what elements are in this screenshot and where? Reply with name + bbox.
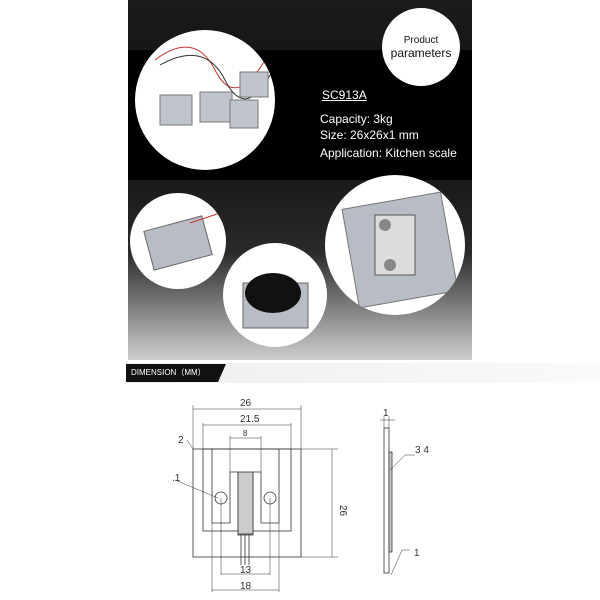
- size: Size: 26x26x1 mm: [320, 128, 419, 142]
- photo-sensor-with-pad: [223, 243, 327, 347]
- callout-2: 2: [178, 435, 184, 446]
- strain-gauge: [237, 471, 254, 535]
- dim-slot-spacing: 18: [240, 581, 252, 592]
- photo-sensor-closeup: [325, 175, 465, 315]
- side-view-gauge: [388, 451, 393, 553]
- dim-center-width: 8: [243, 429, 248, 438]
- badge-line1: Product: [403, 34, 439, 46]
- dim-width-total: 26: [240, 398, 252, 409]
- photo-sensor-angle: [130, 193, 226, 289]
- model-number: SC913A: [322, 88, 367, 102]
- application: Application: Kitchen scale: [320, 146, 457, 160]
- dimension-header-bar: [126, 363, 600, 383]
- callout-hole: .1: [172, 473, 181, 484]
- slot-outline: [211, 449, 280, 536]
- callout-3-4: 3 4: [415, 445, 429, 456]
- wire-leads: [240, 534, 250, 565]
- sensors-image: [154, 46, 271, 129]
- dim-height: 26: [337, 505, 348, 517]
- side-view-plate: [383, 427, 390, 574]
- callout-side-1: 1: [414, 548, 420, 559]
- photo-four-sensors: [135, 30, 275, 170]
- badge-line2: parameters: [390, 45, 452, 60]
- capacity: Capacity: 3kg: [320, 112, 393, 126]
- dim-thickness: 1: [383, 408, 389, 419]
- dimension-title: DIMENSION（MM）: [126, 364, 226, 382]
- dim-hole-spacing: 13: [240, 565, 252, 576]
- dimension-lines: [192, 405, 338, 592]
- dim-width-inner: 21.5: [240, 414, 260, 425]
